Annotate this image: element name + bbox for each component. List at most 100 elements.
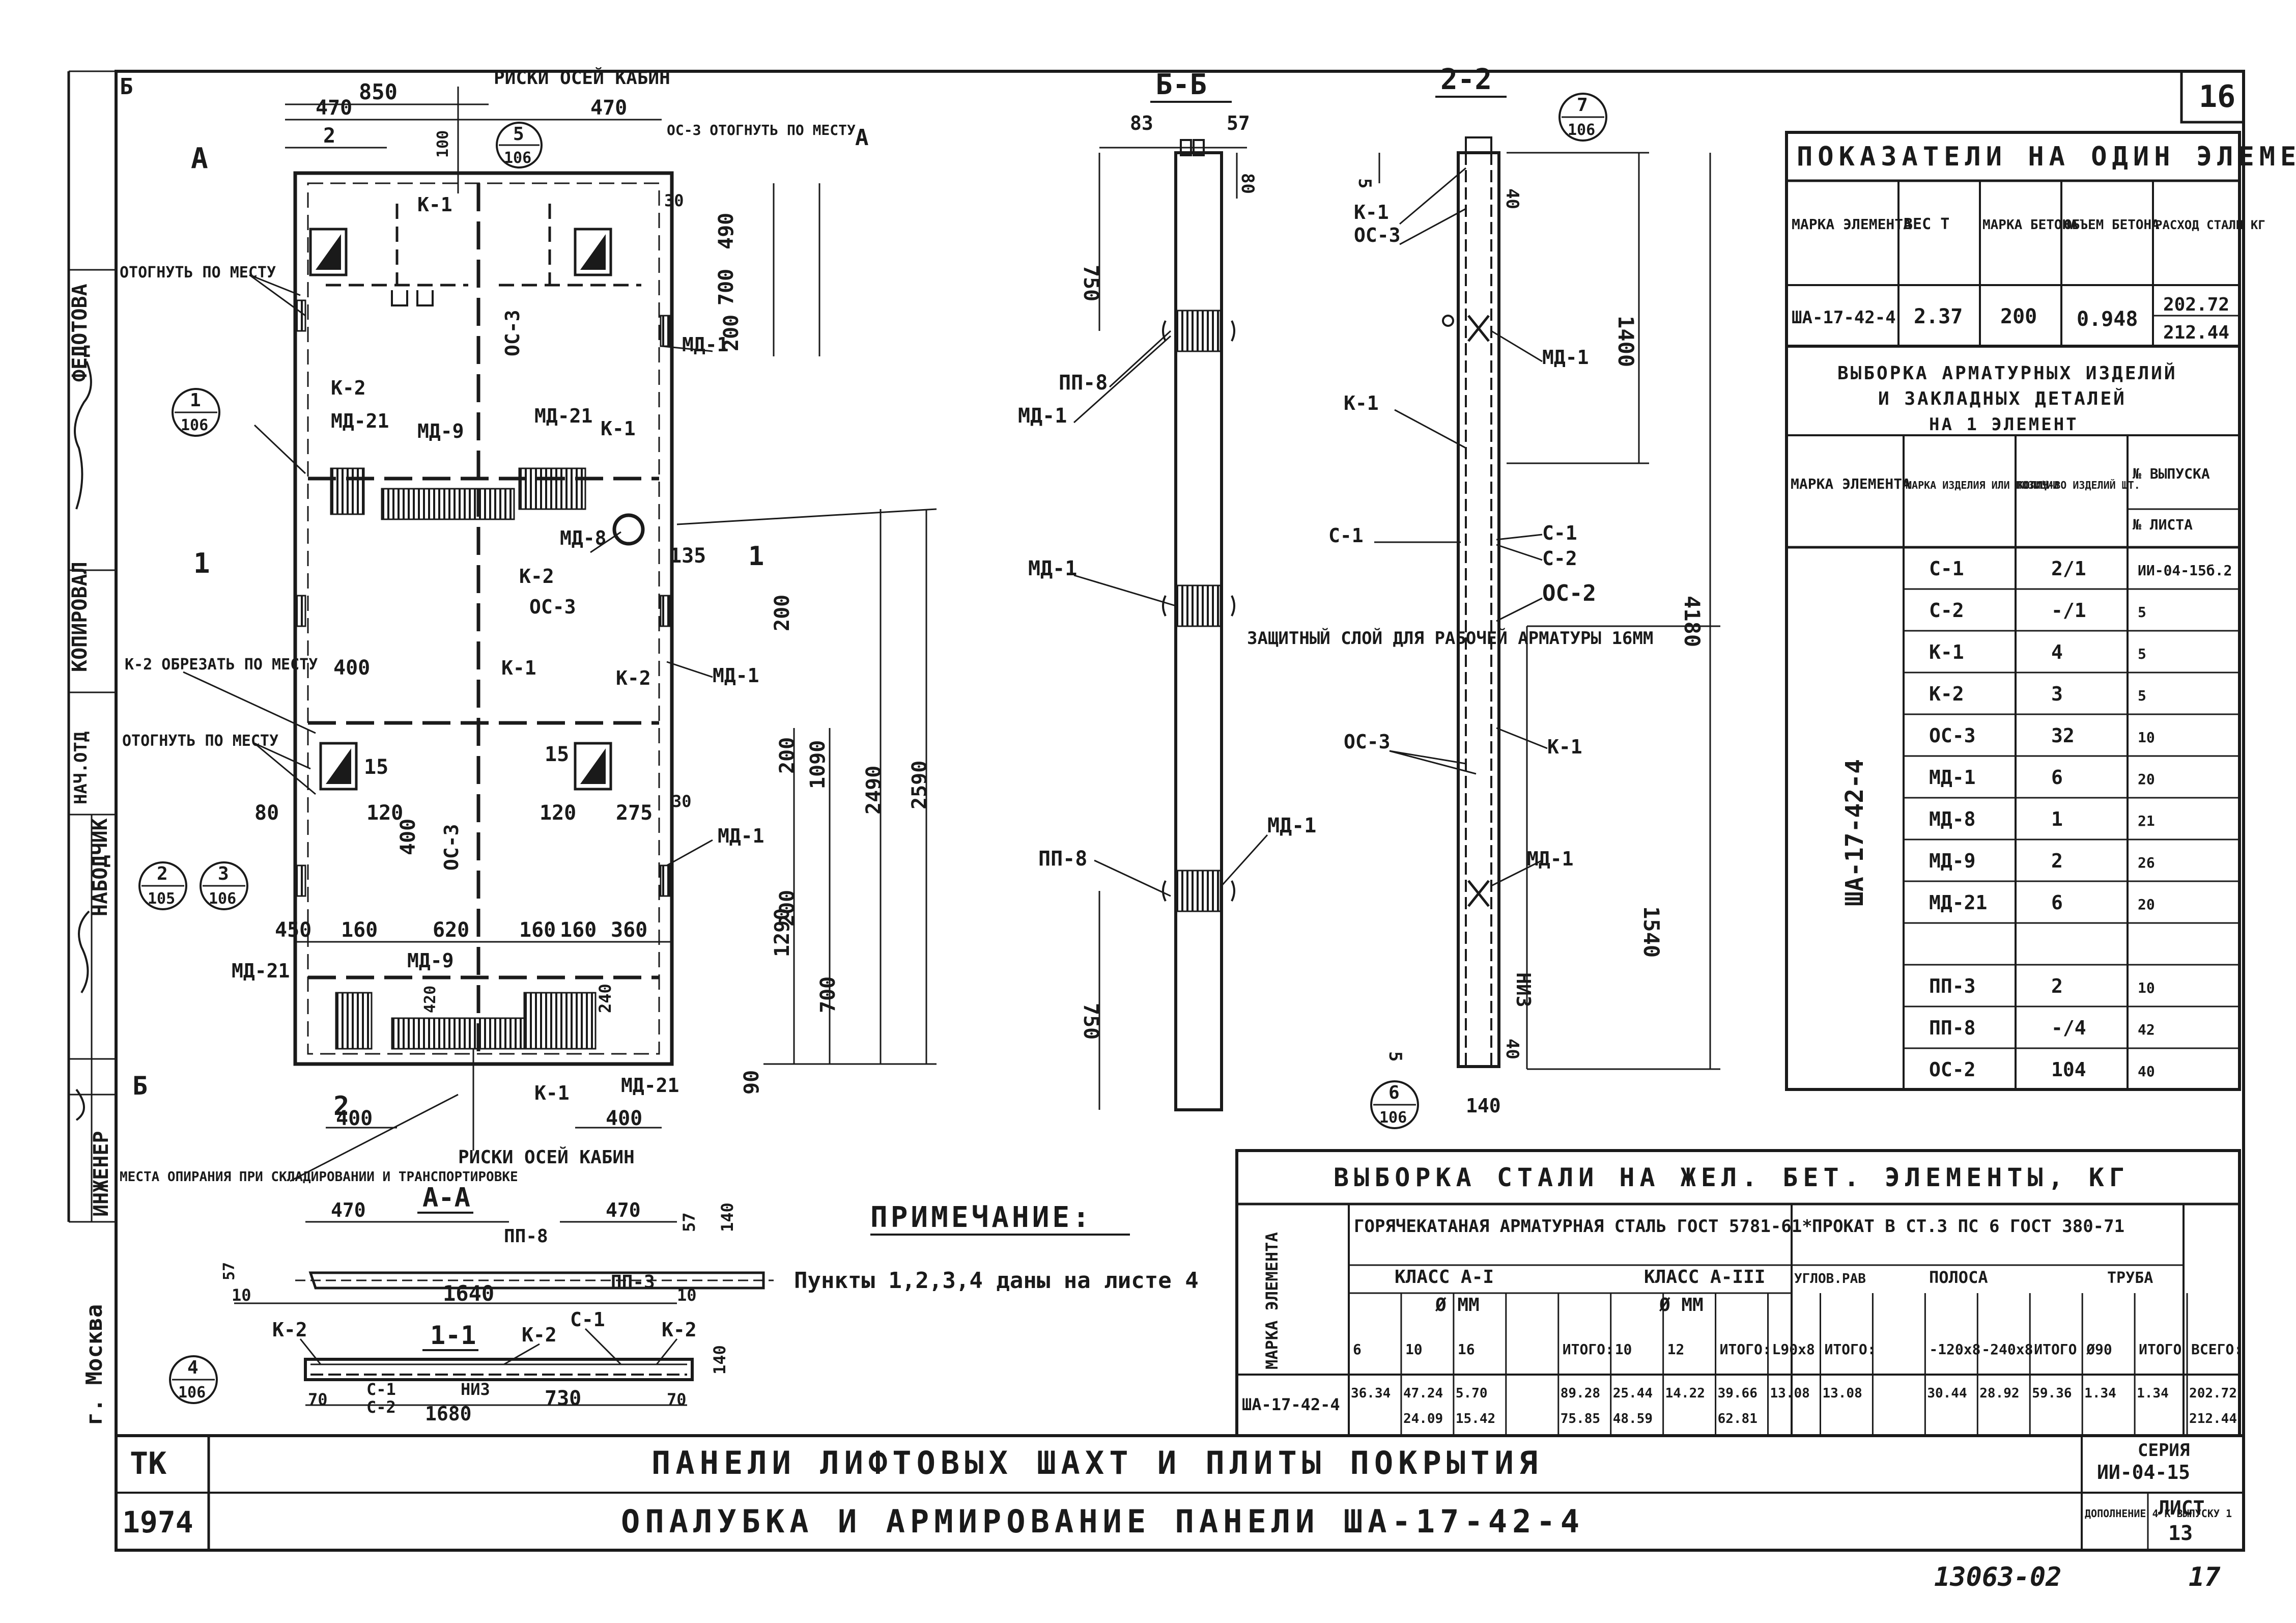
steel-subhead: 6 bbox=[1353, 1341, 1362, 1358]
section-B-bottom: Б bbox=[132, 1071, 148, 1101]
steel-cell: 39.66 bbox=[1718, 1386, 1758, 1401]
dim-200b: 200 bbox=[771, 595, 794, 631]
label-axes-bottom: РИСКИ ОСЕЙ КАБИН bbox=[458, 1146, 635, 1168]
selection-item-qty: 104 bbox=[2051, 1058, 2086, 1081]
label-axes-top: РИСКИ ОСЕЙ КАБИН bbox=[494, 67, 670, 89]
bb-md1-a: МД-1 bbox=[1018, 404, 1067, 428]
svg-text:7: 7 bbox=[1577, 95, 1588, 116]
steel-cell: 89.28 bbox=[1561, 1386, 1600, 1401]
dim-400d: 400 bbox=[606, 1107, 642, 1130]
sel-head-issue: № ВЫПУСКА bbox=[2133, 465, 2210, 482]
role-nach-otd: НАЧ.ОТД bbox=[71, 732, 91, 804]
ind-head-mark: МАРКА ЭЛЕМЕНТА bbox=[1792, 216, 1912, 233]
md8-ring bbox=[612, 513, 645, 546]
label-bend-1: ОТОГНУТЬ ПО МЕСТУ bbox=[120, 264, 276, 282]
dim-470b: 470 bbox=[590, 96, 627, 120]
signature-scribble-2 bbox=[78, 910, 90, 994]
note-heading: ПРИМЕЧАНИЕ: bbox=[870, 1201, 1093, 1234]
svg-text:140: 140 bbox=[710, 1345, 729, 1375]
steel-rolled: ПРОКАТ В СТ.3 ПС 6 ГОСТ 380-71 bbox=[1812, 1216, 2124, 1237]
steel-class-a3: КЛАСС А-III bbox=[1644, 1267, 1765, 1288]
svg-text:470: 470 bbox=[606, 1199, 641, 1221]
svg-text:70: 70 bbox=[667, 1390, 687, 1409]
label-md21-d: МД-21 bbox=[621, 1074, 679, 1097]
selection-item-qty: -/1 bbox=[2051, 599, 2086, 622]
dim-135: 135 bbox=[669, 544, 706, 568]
steel-cell: 15.42 bbox=[1456, 1411, 1495, 1426]
svg-text:57: 57 bbox=[1227, 112, 1250, 134]
label-k2-left: К-2 bbox=[331, 377, 366, 399]
label-md21-c: МД-21 bbox=[232, 960, 290, 982]
svg-text:5: 5 bbox=[513, 124, 524, 145]
list-label: ЛИСТ bbox=[2158, 1497, 2205, 1519]
label-k1-right: К-1 bbox=[601, 417, 636, 440]
s11-k2a: К-2 bbox=[272, 1319, 307, 1341]
view-bb-title: Б-Б bbox=[1155, 68, 1207, 101]
svg-text:470: 470 bbox=[331, 1199, 366, 1221]
steel-cell: 14.22 bbox=[1665, 1386, 1705, 1401]
selection-item-ref: ИИ-04-15б.2 bbox=[2138, 562, 2232, 579]
year-label: 1974 bbox=[122, 1505, 193, 1540]
selection-item-qty: 1 bbox=[2051, 808, 2063, 830]
s22-c1b: С-1 bbox=[1542, 522, 1577, 544]
callout-7-106: 7 106 bbox=[1558, 93, 1607, 142]
dim-2590: 2590 bbox=[908, 761, 931, 809]
section-A-left: А bbox=[191, 142, 208, 175]
dim-30a: 30 bbox=[664, 191, 684, 210]
svg-text:1640: 1640 bbox=[443, 1281, 494, 1306]
section-A-right: А bbox=[855, 125, 869, 151]
selection-item-ref: 5 bbox=[2138, 687, 2146, 704]
dim-15b: 15 bbox=[545, 743, 569, 766]
steel-cell: 1.34 bbox=[2137, 1386, 2169, 1401]
selection-item-ref: 5 bbox=[2138, 646, 2146, 662]
dim-90: 90 bbox=[740, 1070, 763, 1095]
role-inzhener: ИНЖЕНЕР bbox=[90, 1131, 113, 1217]
svg-text:83: 83 bbox=[1130, 112, 1153, 134]
dim-850: 850 bbox=[359, 79, 398, 104]
dim-200c: 200 bbox=[776, 737, 799, 774]
steel-cell: 30.44 bbox=[1927, 1386, 1967, 1401]
s22-oc3b: ОС-3 bbox=[1344, 731, 1391, 753]
indicators-title: ПОКАЗАТЕЛИ НА ОДИН ЭЛЕМЕНТ bbox=[1797, 142, 2296, 172]
steel-dia-a1: Ø ММ bbox=[1435, 1295, 1480, 1316]
steel-subhead: -240x8 bbox=[1981, 1341, 2033, 1358]
label-k2-mid: К-2 bbox=[519, 565, 554, 587]
aa-pp8: ПП-8 bbox=[504, 1226, 548, 1247]
indicators-table: ПОКАЗАТЕЛИ НА ОДИН ЭЛЕМЕНТ МАРКА ЭЛЕМЕНТ… bbox=[1785, 131, 2296, 348]
steel-cell: 75.85 bbox=[1561, 1411, 1600, 1426]
callout-5-106: 5 106 bbox=[496, 122, 543, 169]
svg-text:2: 2 bbox=[157, 863, 168, 884]
view-aa-title: А-А bbox=[422, 1183, 470, 1213]
dim-15a: 15 bbox=[364, 755, 388, 779]
steel-hot-rolled: ГОРЯЧЕКАТАНАЯ АРМАТУРНАЯ СТАЛЬ ГОСТ 5781… bbox=[1354, 1216, 1812, 1237]
label-md1-c: МД-1 bbox=[718, 825, 764, 847]
steel-subhead: -120x8 bbox=[1929, 1341, 1980, 1358]
s22-oc2: ОС-2 bbox=[1542, 580, 1596, 606]
aa-pp3: ПП-3 bbox=[611, 1272, 655, 1293]
s22-k1c: К-1 bbox=[1547, 736, 1582, 758]
s22-cover: ЗАЩИТНЫЙ СЛОЙ ДЛЯ РАБОЧЕЙ АРМАТУРЫ 16ММ bbox=[1247, 628, 1653, 649]
svg-text:106: 106 bbox=[1568, 121, 1595, 139]
selection-item-ref: 42 bbox=[2138, 1021, 2155, 1038]
steel-strip: ПОЛОСА bbox=[1929, 1268, 1988, 1287]
selection-item-ref: 20 bbox=[2138, 771, 2155, 788]
ind-head-steel: РАСХОД СТАЛИ КГ bbox=[2155, 218, 2265, 232]
svg-text:140: 140 bbox=[1466, 1095, 1501, 1117]
label-k1-bottom: К-1 bbox=[534, 1082, 570, 1104]
label-k1-top: К-1 bbox=[417, 193, 452, 216]
ind-head-volume: ОБЪЕМ БЕТОНА bbox=[2064, 217, 2160, 233]
steel-subhead: ИТОГО: bbox=[1720, 1341, 1771, 1358]
elevation-dim-text: 850 470 470 2 100 30 490 700 200 135 400… bbox=[254, 79, 931, 1130]
dim-620: 620 bbox=[433, 918, 469, 942]
ind-row-steel-2: 212.44 bbox=[2163, 322, 2229, 343]
label-md8: МД-8 bbox=[560, 527, 607, 549]
svg-text:106: 106 bbox=[178, 1384, 206, 1402]
steel-class-a1: КЛАСС А-I bbox=[1395, 1267, 1494, 1288]
dim-490: 490 bbox=[715, 213, 738, 249]
s22-md1b: МД-1 bbox=[1527, 848, 1574, 870]
svg-text:3: 3 bbox=[218, 863, 229, 884]
dim-120a: 120 bbox=[366, 801, 403, 825]
selection-item-ref: 5 bbox=[2138, 604, 2146, 621]
s11-c2: С-2 bbox=[366, 1397, 396, 1417]
